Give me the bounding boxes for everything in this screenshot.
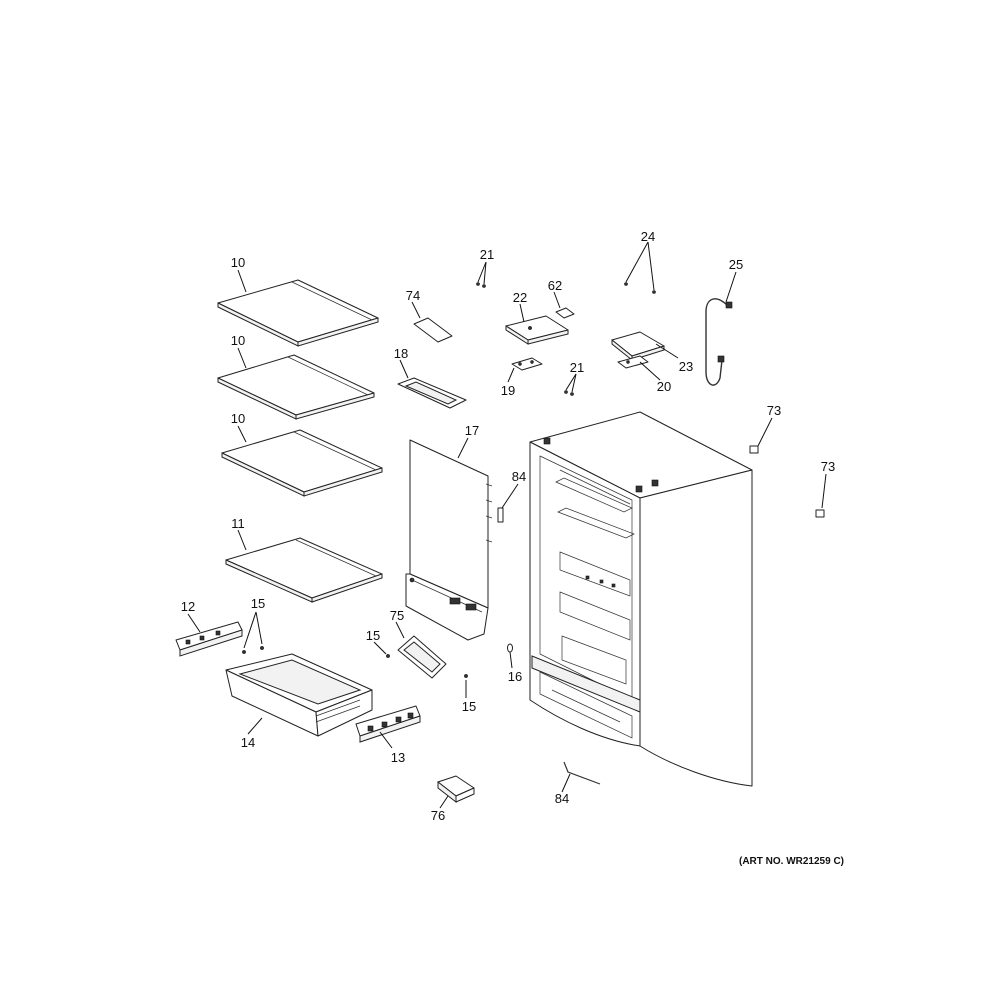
callout-84-lower: 84 bbox=[555, 791, 569, 806]
callout-15-middle: 15 bbox=[366, 628, 380, 643]
callout-10-bottom: 10 bbox=[231, 411, 245, 426]
leader-lines bbox=[187, 241, 827, 809]
part-19 bbox=[511, 357, 543, 371]
callout-10-middle: 10 bbox=[231, 333, 245, 348]
rail-12 bbox=[175, 621, 243, 657]
callout-75: 75 bbox=[390, 608, 404, 623]
part-76 bbox=[437, 775, 475, 804]
part-84-upper bbox=[497, 507, 504, 523]
callout-13: 13 bbox=[391, 750, 405, 765]
screws-21-top bbox=[476, 282, 486, 288]
screw-15-left bbox=[242, 646, 264, 654]
callout-labels: 10 10 10 11 12 13 14 15 15 15 16 17 18 1… bbox=[181, 229, 835, 823]
callout-17: 17 bbox=[465, 423, 479, 438]
part-84-lower bbox=[563, 761, 601, 785]
part-74 bbox=[413, 317, 453, 343]
callout-16: 16 bbox=[508, 669, 522, 684]
shelf-11 bbox=[225, 537, 383, 603]
callout-62: 62 bbox=[548, 278, 562, 293]
part-75 bbox=[397, 635, 447, 679]
callout-21-lower: 21 bbox=[570, 360, 584, 375]
callout-11: 11 bbox=[231, 516, 245, 531]
callout-76: 76 bbox=[431, 808, 445, 823]
shelf-10-top bbox=[217, 279, 379, 347]
label-73-a bbox=[749, 445, 759, 454]
hinge-23 bbox=[611, 331, 665, 362]
part-20 bbox=[617, 355, 649, 369]
shelf-10-middle bbox=[217, 354, 375, 420]
callout-20: 20 bbox=[657, 379, 671, 394]
callout-73-a: 73 bbox=[767, 403, 781, 418]
part-18 bbox=[397, 377, 467, 409]
callout-24: 24 bbox=[641, 229, 655, 244]
callout-15-lower: 15 bbox=[462, 699, 476, 714]
callout-18: 18 bbox=[394, 346, 408, 361]
callout-19: 19 bbox=[501, 383, 515, 398]
callout-73-b: 73 bbox=[821, 459, 835, 474]
label-73-b bbox=[815, 509, 825, 518]
hinge-22 bbox=[505, 315, 569, 345]
crisper-drawer-14 bbox=[225, 653, 373, 737]
shelf-10-bottom bbox=[221, 429, 383, 497]
callout-15-left: 15 bbox=[251, 596, 265, 611]
callout-84-upper: 84 bbox=[512, 469, 526, 484]
callout-22: 22 bbox=[513, 290, 527, 305]
part-16 bbox=[507, 643, 513, 653]
art-number: (ART NO. WR21259 C) bbox=[738, 856, 844, 867]
callout-21-top: 21 bbox=[480, 247, 494, 262]
screws-24 bbox=[624, 282, 656, 294]
callout-14: 14 bbox=[241, 735, 255, 750]
refrigerator-cabinet bbox=[529, 411, 753, 787]
rail-13 bbox=[355, 705, 421, 743]
callout-25: 25 bbox=[729, 257, 743, 272]
callout-12: 12 bbox=[181, 599, 195, 614]
part-62 bbox=[555, 307, 575, 319]
callout-23: 23 bbox=[679, 359, 693, 374]
power-cord-25 bbox=[705, 298, 733, 386]
screws-21-lower bbox=[564, 390, 574, 396]
screw-15-middle bbox=[386, 654, 468, 678]
callout-10-top: 10 bbox=[231, 255, 245, 270]
panel-17 bbox=[405, 439, 493, 641]
callout-74: 74 bbox=[406, 288, 420, 303]
